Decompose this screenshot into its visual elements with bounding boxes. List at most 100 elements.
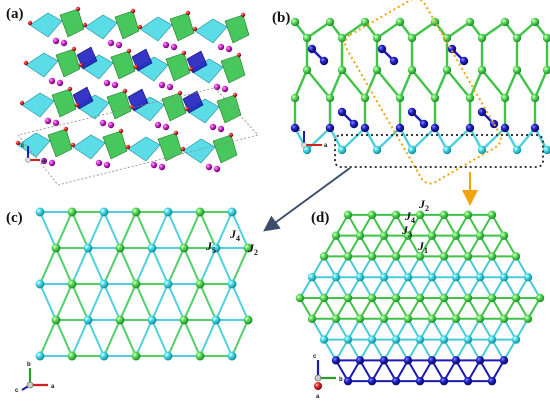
- magenta-atom: [103, 161, 111, 169]
- bond: [39, 319, 57, 357]
- cyan-atom: [331, 273, 341, 282]
- axis-label-b: b: [27, 362, 31, 368]
- cyan-polyhedron: [84, 14, 118, 40]
- green-atom: [295, 293, 305, 303]
- blue-atom: [325, 123, 335, 133]
- green-atom: [500, 17, 510, 27]
- bond: [328, 69, 344, 99]
- green-atom: [415, 293, 425, 303]
- cyan-polyhedron: [139, 16, 173, 42]
- blue-atom: [360, 123, 370, 133]
- bond: [341, 69, 366, 99]
- green-atom: [337, 33, 347, 43]
- green-polyhedron: [110, 50, 136, 80]
- cyan-atom: [35, 279, 45, 289]
- blue-atom: [367, 376, 377, 386]
- red-atom: [236, 52, 242, 58]
- green-atom: [331, 231, 341, 240]
- bond: [103, 211, 121, 249]
- cyan-atom: [403, 273, 413, 282]
- bond: [135, 247, 153, 285]
- axis-label-a: a: [324, 143, 328, 149]
- red-atom: [15, 140, 21, 146]
- axis-triad-c: b a c: [15, 362, 55, 394]
- cyan-atom: [463, 335, 473, 344]
- bond: [151, 283, 169, 321]
- green-atom: [500, 93, 510, 103]
- cyan-atom: [211, 243, 221, 253]
- cyan-atom: [427, 273, 437, 282]
- green-atom: [442, 33, 452, 43]
- panel-d-label: (d): [311, 210, 329, 226]
- axis-triad-b: c a: [297, 127, 328, 149]
- green-atom: [427, 231, 437, 240]
- bond: [71, 283, 89, 321]
- green-atom: [331, 314, 341, 323]
- bond: [103, 283, 121, 321]
- bond: [231, 211, 249, 249]
- cyan-atom: [451, 273, 461, 282]
- magenta-atom: [162, 123, 170, 131]
- green-atom: [319, 293, 329, 303]
- bond: [135, 319, 153, 357]
- panel-c: (c) J5 J4 J2 b a c: [6, 207, 258, 394]
- green-atom: [319, 252, 329, 261]
- green-atom: [407, 33, 417, 43]
- magenta-atom: [99, 119, 107, 127]
- bond: [306, 69, 331, 99]
- axis-origin: [26, 381, 34, 389]
- cyan-atom: [512, 145, 522, 155]
- bond: [446, 69, 471, 99]
- green-atom: [367, 252, 377, 261]
- bond: [167, 319, 185, 357]
- bond: [167, 247, 185, 285]
- green-atom: [395, 93, 405, 103]
- red-atom: [125, 144, 131, 150]
- magenta-atom: [52, 37, 60, 45]
- green-atom: [535, 293, 545, 303]
- green-atom: [391, 293, 401, 303]
- magenta-atom: [48, 77, 56, 85]
- magenta-atom: [60, 39, 68, 47]
- red-atom: [192, 26, 198, 32]
- green-atom: [523, 314, 533, 323]
- cyan-atom: [147, 243, 157, 253]
- bond: [103, 247, 121, 285]
- magenta-atom: [205, 163, 213, 171]
- cyan-atom: [372, 145, 382, 155]
- green-atom: [131, 207, 141, 217]
- blue-atom: [343, 376, 353, 386]
- cyan-atom: [337, 145, 347, 155]
- blue-atom: [355, 356, 365, 365]
- green-polyhedron: [220, 54, 246, 84]
- panel-a: (a) c a: [6, 6, 259, 186]
- green-atom: [391, 210, 401, 220]
- cyan-atom: [83, 243, 93, 253]
- red-atom: [173, 130, 179, 136]
- bond: [55, 319, 73, 357]
- blue-atom: [389, 56, 399, 66]
- red-atom: [185, 10, 191, 16]
- cyan-atom: [163, 207, 173, 217]
- green-atom: [302, 33, 312, 43]
- bond: [55, 211, 73, 249]
- green-atom: [542, 65, 550, 75]
- green-atom: [179, 315, 189, 325]
- cyan-atom: [367, 335, 377, 344]
- bond: [39, 211, 57, 249]
- red-atom: [188, 66, 194, 72]
- magenta-atom: [44, 117, 52, 125]
- magenta-atom: [209, 123, 217, 131]
- green-atom: [367, 293, 377, 303]
- green-atom: [463, 252, 473, 261]
- blue-atom: [427, 356, 437, 365]
- green-atom: [439, 293, 449, 303]
- cyan-atom: [163, 279, 173, 289]
- red-atom: [118, 128, 124, 134]
- bond: [167, 283, 185, 321]
- blue-atom: [377, 44, 387, 54]
- green-atom: [360, 93, 370, 103]
- panel-b: (b) c a: [272, 0, 550, 185]
- blue-atom: [439, 376, 449, 386]
- cyan-polyhedron: [72, 134, 106, 160]
